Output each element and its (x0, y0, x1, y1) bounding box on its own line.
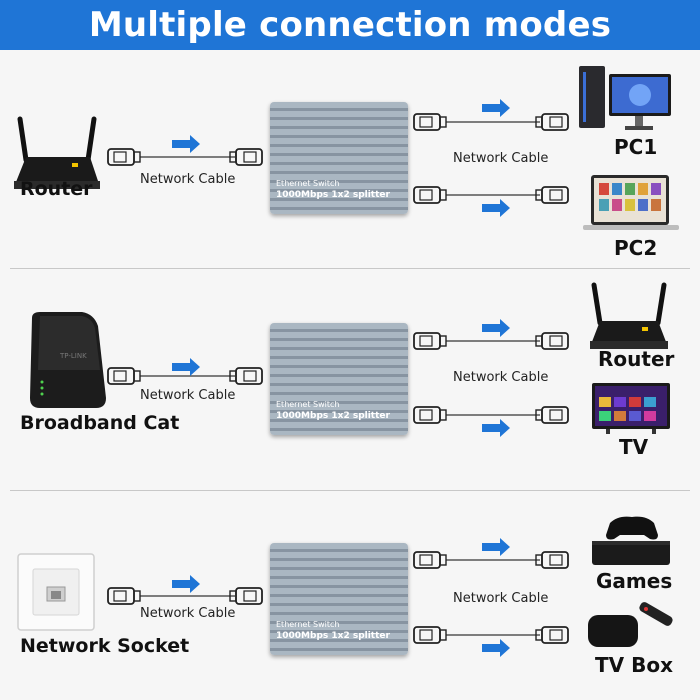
output-label-2: PC2 (614, 236, 658, 260)
rj45-plug-icon (535, 406, 569, 424)
network-cable-output-1 (413, 551, 569, 569)
tv-box-icon (588, 602, 673, 647)
laptop-icon (583, 175, 679, 230)
svg-text:TP-LINK: TP-LINK (59, 352, 87, 360)
arrow-right-icon (482, 538, 510, 556)
rj45-plug-icon (535, 332, 569, 350)
output-label-1: PC1 (614, 135, 658, 159)
ethernet-switch: Ethernet Switch 1000Mbps 1x2 splitter (270, 543, 408, 655)
switch-label: Ethernet Switch (276, 400, 340, 409)
network-cable-output-1 (413, 332, 569, 350)
rj45-plug-icon (413, 406, 447, 424)
arrow-right-icon (482, 199, 510, 217)
arrow-right-icon (172, 135, 200, 153)
desktop-pc-icon (579, 66, 671, 130)
arrow-right-icon (482, 639, 510, 657)
arrow-right-icon (172, 358, 200, 376)
arrow-right-icon (482, 99, 510, 117)
cable-graphics (107, 538, 569, 657)
source-label: Network Socket (20, 635, 190, 657)
network-cable-output-2 (413, 626, 569, 644)
output-label-1: Router (598, 347, 675, 371)
network-cable-output-1 (413, 113, 569, 131)
tv-icon (592, 383, 670, 434)
rj45-plug-icon (229, 148, 263, 166)
rj45-plug-icon (107, 587, 141, 605)
router-icon (590, 282, 668, 349)
rj45-plug-icon (413, 186, 447, 204)
game-console-icon (592, 516, 670, 565)
switch-model: 1000Mbps 1x2 splitter (276, 411, 390, 421)
rj45-plug-icon (413, 113, 447, 131)
rj45-plug-icon (229, 367, 263, 385)
rj45-plug-icon (535, 626, 569, 644)
rj45-plug-icon (107, 367, 141, 385)
arrow-right-icon (482, 419, 510, 437)
output-label-1: Games (596, 569, 673, 593)
source-label: Broadband Cat (20, 412, 180, 434)
switch-label: Ethernet Switch (276, 179, 340, 188)
cable-label: Network Cable (453, 591, 549, 606)
rj45-plug-icon (535, 551, 569, 569)
output-label-2: TV Box (595, 653, 673, 677)
rj45-plug-icon (535, 186, 569, 204)
rj45-plug-icon (107, 148, 141, 166)
mode-row-3: Network Socket Network Cable Network Cab… (0, 495, 700, 700)
cable-label: Network Cable (140, 388, 236, 403)
network-cable-input (107, 367, 263, 385)
rj45-plug-icon (535, 113, 569, 131)
row-divider (10, 268, 690, 269)
page-title: Multiple connection modes (0, 0, 700, 50)
source-label: Router (20, 178, 93, 200)
switch-model: 1000Mbps 1x2 splitter (276, 190, 390, 200)
router-icon (14, 116, 100, 189)
network-cable-input (107, 148, 263, 166)
switch-model: 1000Mbps 1x2 splitter (276, 631, 390, 641)
network-cable-input (107, 587, 263, 605)
ethernet-switch: Ethernet Switch 1000Mbps 1x2 splitter (270, 323, 408, 435)
rj45-plug-icon (413, 332, 447, 350)
ethernet-switch: Ethernet Switch 1000Mbps 1x2 splitter (270, 102, 408, 214)
output-label-2: TV (619, 435, 649, 459)
cable-graphics (107, 319, 569, 437)
cable-graphics (107, 99, 569, 217)
network-cable-output-2 (413, 406, 569, 424)
arrow-right-icon (172, 575, 200, 593)
cable-label: Network Cable (140, 172, 236, 187)
cable-label: Network Cable (140, 606, 236, 621)
row-divider (10, 490, 690, 491)
modem-icon: TP-LINK (30, 312, 106, 408)
wall-socket-icon (17, 553, 95, 631)
cable-label: Network Cable (453, 370, 549, 385)
arrow-right-icon (482, 319, 510, 337)
cable-label: Network Cable (453, 151, 549, 166)
mode-row-1: Router Network Cable Network Cable Ether… (0, 60, 700, 265)
rj45-plug-icon (413, 626, 447, 644)
switch-label: Ethernet Switch (276, 620, 340, 629)
rj45-plug-icon (229, 587, 263, 605)
rj45-plug-icon (413, 551, 447, 569)
network-cable-output-2 (413, 186, 569, 204)
mode-row-2: TP-LINK Broadband Cat Network Cable Netw… (0, 275, 700, 480)
